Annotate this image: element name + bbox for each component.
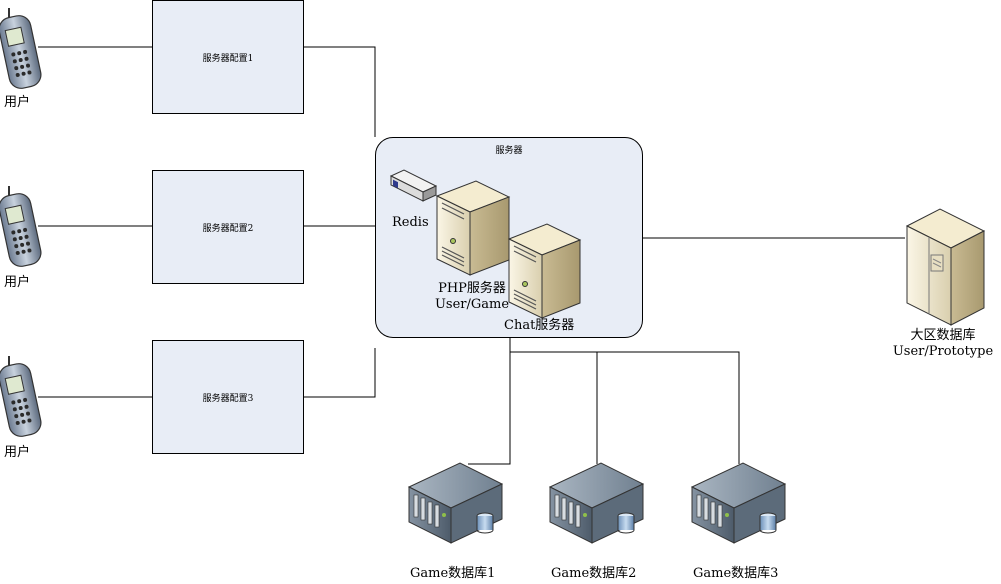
- game-db-label: Game数据库1: [410, 566, 496, 581]
- database-server-icon[interactable]: [905, 208, 986, 326]
- tower-server-icon[interactable]: [435, 180, 511, 276]
- config-label: 服务器配置3: [202, 393, 254, 404]
- config-label: 服务器配置2: [202, 223, 254, 234]
- php-server-label-line1: PHP服务器: [438, 281, 506, 296]
- php-server-label-line2: User/Game: [434, 297, 510, 312]
- rack-database-server-icon[interactable]: [548, 462, 645, 544]
- rack-database-server-icon[interactable]: [407, 462, 504, 544]
- mobile-phone-icon[interactable]: [0, 186, 43, 269]
- config-links: [303, 46, 376, 398]
- server-config-box[interactable]: 服务器配置3: [152, 340, 304, 454]
- region-db-label: 大区数据库 User/Prototype: [885, 328, 1001, 360]
- mobile-phone-icon[interactable]: [0, 356, 43, 439]
- user-label: 用户: [4, 445, 31, 460]
- config-label: 服务器配置1: [202, 53, 254, 64]
- region-db-label-line1: 大区数据库: [910, 328, 976, 343]
- redis-label: Redis: [392, 215, 429, 230]
- server-group-title: 服务器: [495, 146, 523, 156]
- tower-server-icon[interactable]: [507, 223, 582, 319]
- region-db-label-line2: User/Prototype: [892, 344, 994, 359]
- chat-server-label: Chat服务器: [504, 318, 575, 333]
- user-label: 用户: [4, 275, 31, 290]
- game-db-label: Game数据库2: [551, 566, 637, 581]
- server-config-box[interactable]: 服务器配置2: [152, 170, 304, 284]
- mobile-phone-icon[interactable]: [0, 8, 43, 91]
- rack-database-server-icon[interactable]: [690, 462, 787, 544]
- php-server-label: PHP服务器 User/Game: [432, 281, 512, 313]
- server-config-box[interactable]: 服务器配置1: [152, 0, 304, 114]
- user-label: 用户: [4, 95, 31, 110]
- game-db-label: Game数据库3: [693, 566, 779, 581]
- user-links: [38, 46, 152, 398]
- game-db-links: [468, 338, 740, 465]
- network-switch-icon[interactable]: [389, 169, 438, 202]
